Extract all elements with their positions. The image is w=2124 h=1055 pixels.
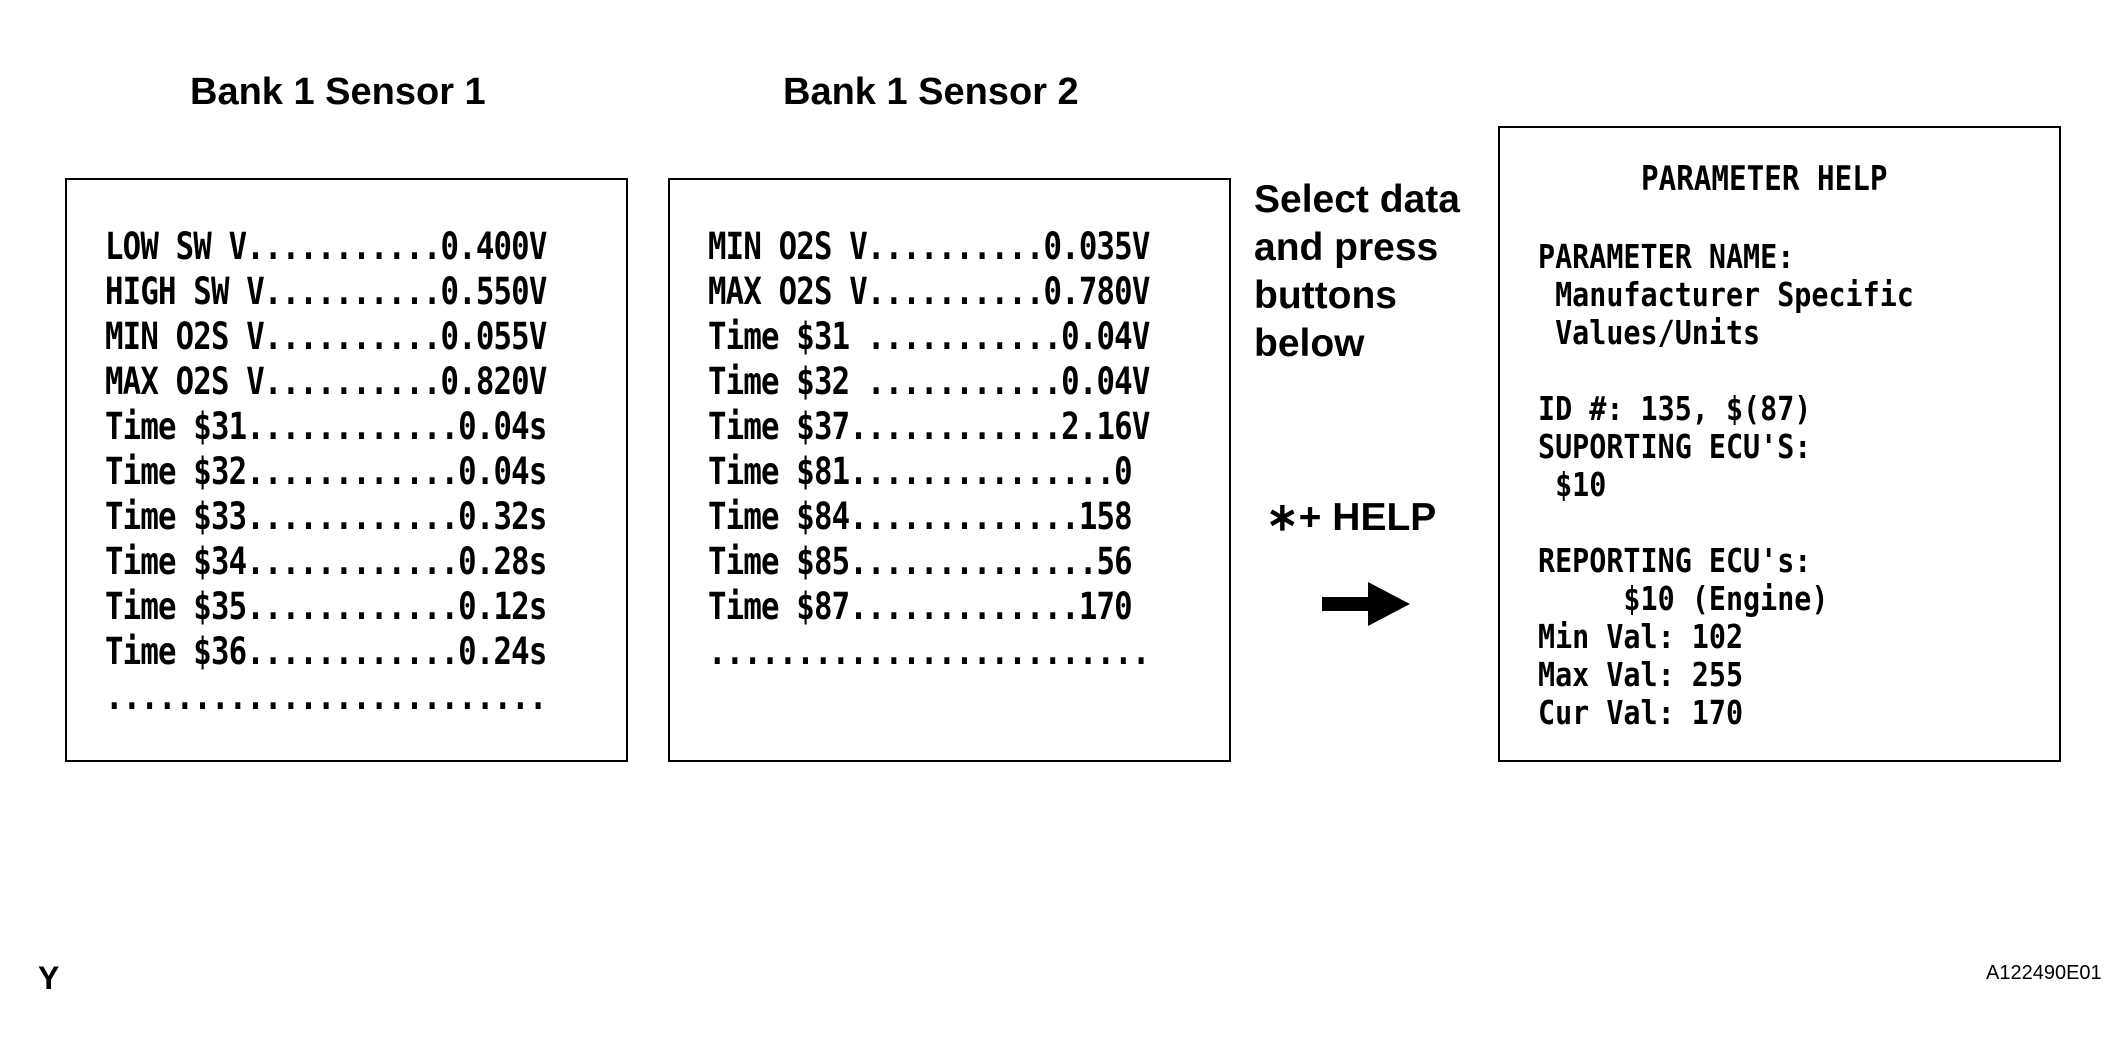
data-line: Time $34............0.28s [105,540,547,583]
help-line: SUPORTING ECU'S: [1538,427,1812,466]
instruction-line: below [1254,322,1365,365]
data-line: Time $32 ...........0.04V [708,360,1150,403]
help-line: ID #: 135, $(87) [1538,389,1812,428]
data-line: MAX O2S V..........0.780V [708,270,1150,313]
data-line: LOW SW V...........0.400V [105,225,547,268]
instruction-text: Select data and press buttons below [1254,176,1460,368]
data-line: Time $32............0.04s [105,450,547,493]
data-line: Time $36............0.24s [105,630,547,673]
data-line: HIGH SW V..........0.550V [105,270,547,313]
parameter-help-body: PARAMETER NAME: Manufacturer Specific Va… [1538,238,1914,732]
help-line: Max Val: 255 [1538,655,1744,694]
help-line: PARAMETER NAME: [1538,237,1795,276]
parameter-help-title: PARAMETER HELP [1641,159,1888,199]
help-key-combo: ∗+ HELP [1266,496,1437,539]
bank1-sensor2-heading: Bank 1 Sensor 2 [783,71,1079,113]
data-line: MIN O2S V..........0.055V [105,315,547,358]
data-line: Time $85..............56 [708,540,1133,583]
instruction-line: Select data [1254,178,1460,221]
corner-mark: Y [38,960,60,996]
help-line: REPORTING ECU's: [1538,541,1812,580]
instruction-line: and press [1254,226,1439,269]
help-line: Cur Val: 170 [1538,693,1744,732]
data-line: MIN O2S V..........0.035V [708,225,1150,268]
data-line: Time $81...............0 [708,450,1133,493]
figure-id: A122490E01 [1986,962,2102,984]
instruction-line: buttons [1254,274,1397,317]
help-line: Values/Units [1538,313,1761,352]
data-line: Time $35............0.12s [105,585,547,628]
data-line: MAX O2S V..........0.820V [105,360,547,403]
data-line: Time $31 ...........0.04V [708,315,1150,358]
help-line: $10 (Engine) [1538,579,1829,618]
help-line: Manufacturer Specific [1538,275,1914,314]
help-line: $10 [1538,465,1607,504]
help-line [1538,504,1914,542]
data-line: Time $37............2.16V [708,405,1150,448]
data-line: Time $33............0.32s [105,495,547,538]
data-line: Time $84.............158 [708,495,1133,538]
data-line: ......................... [708,630,1150,673]
data-line: Time $31............0.04s [105,405,547,448]
data-line: Time $87.............170 [708,585,1133,628]
data-line: ......................... [105,675,547,718]
help-line: Min Val: 102 [1538,617,1744,656]
bank1-sensor1-heading: Bank 1 Sensor 1 [190,71,486,113]
help-line [1538,352,1914,390]
right-arrow-icon [1322,582,1410,626]
parameter-help-panel: PARAMETER HELP PARAMETER NAME: Manufactu… [1498,126,2061,762]
